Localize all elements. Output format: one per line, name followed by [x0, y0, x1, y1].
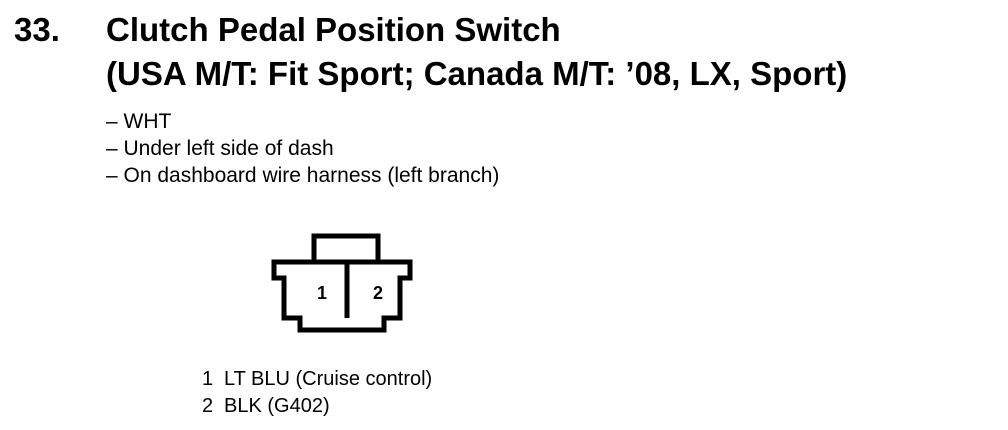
- connector-body: [271, 259, 413, 333]
- terminal-label-2: 2: [373, 283, 383, 303]
- pin-description: LT BLU (Cruise control): [224, 368, 433, 390]
- pin-row: 2 BLK (G402): [202, 393, 432, 420]
- connector-lock-tab: [311, 233, 381, 265]
- note-color: – WHT: [106, 110, 172, 133]
- pin-description: BLK (G402): [224, 395, 330, 417]
- title-line-1: Clutch Pedal Position Switch: [106, 11, 561, 48]
- pin-row: 1 LT BLU (Cruise control): [202, 366, 432, 393]
- note-harness: – On dashboard wire harness (left branch…: [106, 164, 500, 187]
- section-number: 33.: [14, 11, 60, 48]
- connector-diagram: 1 2: [271, 233, 413, 333]
- pin-number: 2: [202, 395, 214, 417]
- pin-number: 1: [202, 368, 214, 390]
- section-title: Clutch Pedal Position Switch (USA M/T: F…: [106, 8, 847, 96]
- location-notes: – WHT – Under left side of dash – On das…: [106, 108, 499, 189]
- terminal-label-1: 1: [317, 283, 327, 303]
- pin-legend: 1 LT BLU (Cruise control) 2 BLK (G402): [202, 366, 432, 420]
- title-line-2: (USA M/T: Fit Sport; Canada M/T: ’08, LX…: [106, 55, 848, 92]
- note-location: – Under left side of dash: [106, 137, 334, 160]
